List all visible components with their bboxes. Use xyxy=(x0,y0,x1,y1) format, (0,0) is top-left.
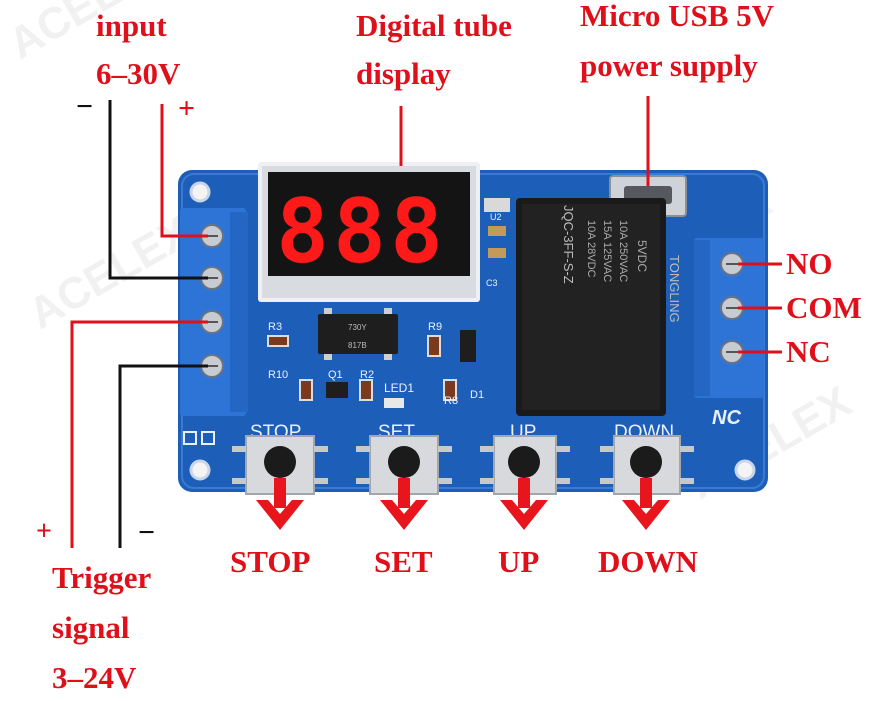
input-minus-sign: − xyxy=(76,90,94,123)
trigger-plus-sign: + xyxy=(36,516,52,547)
silk-d1: D1 xyxy=(470,389,484,401)
silk-r10: R10 xyxy=(268,369,288,381)
display-label-line1: Digital tube xyxy=(356,8,512,43)
display-label-line2: display xyxy=(356,56,451,91)
silk-u2: U2 xyxy=(490,212,502,222)
silk-r9: R9 xyxy=(428,321,442,333)
input-terminal-block xyxy=(180,208,248,416)
trigger-minus-line xyxy=(118,364,208,548)
silk-r3: R3 xyxy=(268,321,282,333)
segment-digits: 888 xyxy=(276,180,447,283)
arrow-set-icon xyxy=(380,478,428,530)
digital-tube-display: 888 xyxy=(258,162,480,302)
nc-label: NC xyxy=(786,334,831,369)
usb-label-line1: Micro USB 5V xyxy=(580,0,775,33)
silk-r8: R8 xyxy=(444,395,458,407)
opto-text-2: 817B xyxy=(348,341,367,350)
usb-label-line2: power supply xyxy=(580,48,758,83)
input-voltage-label: 6–30V xyxy=(96,56,181,91)
arrow-stop-icon xyxy=(256,478,304,530)
stop-label: STOP xyxy=(230,544,311,579)
relay-rating-2: 15A 125VAC xyxy=(601,220,613,282)
trigger-minus-sign: − xyxy=(138,516,156,549)
optocoupler: 730Y 817B xyxy=(318,308,398,360)
trigger-label-line1: Trigger xyxy=(52,560,152,595)
trigger-label-line3: 3–24V xyxy=(52,660,137,695)
relay-module: TONGLING 5VDC 10A 250VAC 15A 125VAC 10A … xyxy=(516,198,682,416)
relay-brand: TONGLING xyxy=(667,255,682,323)
silk-r2: R2 xyxy=(360,369,374,381)
opto-text-1: 730Y xyxy=(348,323,367,332)
input-minus-line xyxy=(108,100,208,280)
relay-rating-3: 10A 28VDC xyxy=(585,220,597,278)
silk-q1: Q1 xyxy=(328,369,343,381)
down-label: DOWN xyxy=(598,544,698,579)
arrow-up-icon xyxy=(500,478,548,530)
trigger-label-line2: signal xyxy=(52,610,130,645)
tactile-button-down xyxy=(613,435,681,495)
silk-nc: NC xyxy=(712,407,741,429)
relay-voltage: 5VDC xyxy=(635,240,649,272)
input-plus-line xyxy=(160,104,208,238)
trigger-plus-line xyxy=(70,320,208,548)
no-label: NO xyxy=(786,246,833,281)
up-label: UP xyxy=(498,544,540,579)
set-label: SET xyxy=(374,544,433,579)
silk-c3: C3 xyxy=(486,278,498,288)
input-plus-sign: + xyxy=(178,92,196,125)
com-label: COM xyxy=(786,290,862,325)
input-label: input xyxy=(96,8,167,43)
arrow-down-icon xyxy=(622,478,670,530)
silk-led: LED1 xyxy=(384,381,414,395)
relay-model: JQC-3FF-S-Z xyxy=(561,205,576,284)
relay-terminal-block xyxy=(694,238,764,398)
relay-rating-1: 10A 250VAC xyxy=(617,220,629,282)
